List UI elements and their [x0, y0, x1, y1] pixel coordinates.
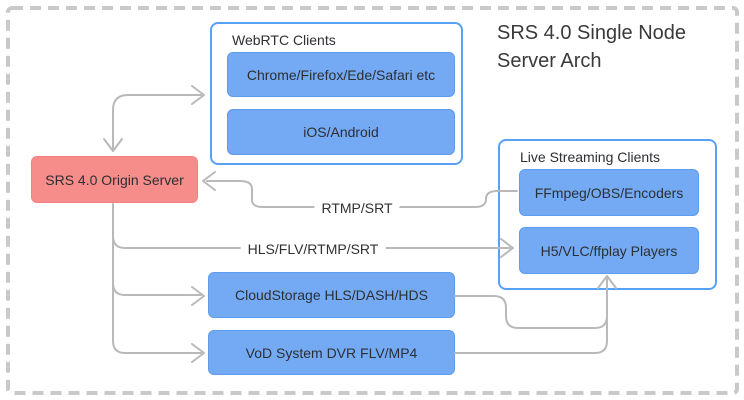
- edge-label-hls-flv-rtmp-srt: HLS/FLV/RTMP/SRT: [240, 240, 386, 258]
- node-origin-server: SRS 4.0 Origin Server: [31, 156, 198, 203]
- node-vod-system: VoD System DVR FLV/MP4: [208, 330, 455, 375]
- arrowhead-right-cloudstorage: [191, 286, 205, 306]
- live-streaming-clients-group-title: Live Streaming Clients: [520, 149, 661, 165]
- node-cloud-storage: CloudStorage HLS/DASH/HDS: [208, 272, 455, 318]
- node-browser-clients: Chrome/Firefox/Ede/Safari etc: [227, 52, 455, 97]
- edge-vod-h5: [454, 299, 608, 354]
- live-streaming-clients-group: Live Streaming Clients FFmpeg/OBS/Encode…: [498, 139, 717, 290]
- edge-origin-webrtc: [112, 94, 202, 149]
- arrowhead-right-vod: [191, 343, 205, 363]
- node-ffmpeg-encoders: FFmpeg/OBS/Encoders: [519, 169, 699, 216]
- webrtc-clients-group: WebRTC Clients Chrome/Firefox/Ede/Safari…: [210, 22, 463, 165]
- webrtc-clients-group-title: WebRTC Clients: [232, 32, 336, 48]
- arrowhead-down-origin: [103, 138, 123, 152]
- edge-origin-cloudstorage: [112, 282, 202, 296]
- node-h5-players: H5/VLC/ffplay Players: [519, 227, 699, 274]
- edge-label-rtmp-srt: RTMP/SRT: [314, 199, 400, 217]
- arrowhead-right-webrtc: [191, 85, 205, 105]
- diagram-title: SRS 4.0 Single Node Server Arch: [497, 22, 687, 72]
- edge-origin-vod: [112, 203, 202, 354]
- node-mobile-clients: iOS/Android: [227, 109, 455, 155]
- arrowhead-left-origin: [202, 171, 216, 191]
